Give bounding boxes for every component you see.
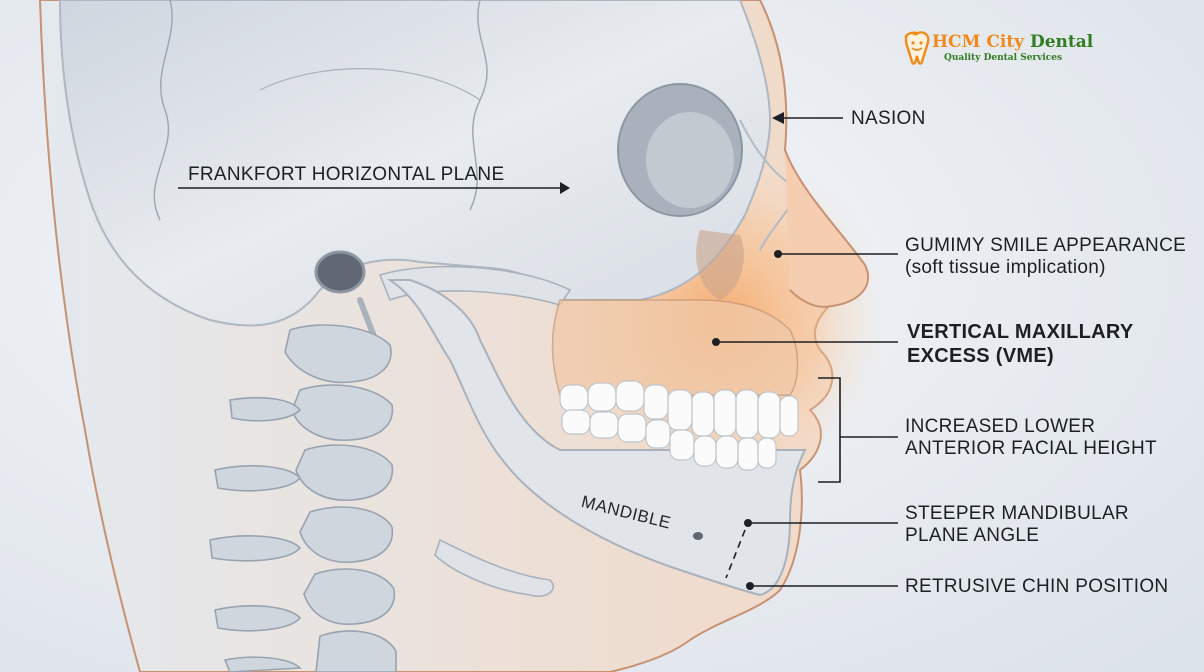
cranium	[58, 0, 772, 327]
label-gummy-line1: GUMIMY SMILE APPEARANCE	[905, 235, 1187, 256]
label-mandibular-plane: STEEPER MANDIBULAR PLANE ANGLE	[905, 503, 1129, 547]
arrowhead-nasion	[772, 112, 784, 124]
hyoid	[434, 538, 554, 598]
cervical-spine	[209, 324, 397, 672]
maxilla	[551, 299, 799, 396]
callout-lines	[178, 117, 898, 587]
label-lafh-line2: ANTERIOR FACIAL HEIGHT	[905, 438, 1157, 459]
label-mandibular-line1: STEEPER MANDIBULAR	[905, 503, 1129, 524]
ear-canal	[314, 250, 366, 294]
orbit-inner	[646, 112, 734, 208]
label-vme: VERTICAL MAXILLARY EXCESS (VME)	[907, 320, 1134, 368]
brand-tagline: Quality Dental Services	[944, 53, 1063, 63]
nasal-aperture	[696, 230, 744, 300]
mandible	[386, 279, 807, 597]
label-nasion: NASION	[851, 108, 926, 129]
callout-dots	[712, 250, 782, 590]
label-vme-line2: EXCESS (VME)	[907, 345, 1054, 367]
mental-foramen	[693, 532, 703, 540]
label-lower-facial-height: INCREASED LOWER ANTERIOR FACIAL HEIGHT	[905, 416, 1157, 460]
lambdoid-suture	[153, 0, 173, 221]
tooth-icon	[904, 31, 930, 65]
label-vme-line1: VERTICAL MAXILLARY	[907, 321, 1134, 343]
arrowhead-frankfort	[560, 182, 570, 194]
brand-name-part1: HCM City	[932, 32, 1025, 52]
label-gummy-smile: GUMIMY SMILE APPEARANCE (soft tissue imp…	[905, 235, 1186, 279]
label-frankfort-plane: FRANKFORT HORIZONTAL PLANE	[188, 164, 505, 185]
temporal-line	[259, 68, 481, 101]
nose	[784, 149, 870, 308]
label-mandibular-line2: PLANE ANGLE	[905, 525, 1040, 546]
teeth	[559, 380, 799, 471]
brand-name-part2: Dental	[1029, 32, 1094, 52]
label-lafh-line1: INCREASED LOWER	[905, 416, 1096, 437]
label-gummy-line2: (soft tissue implication)	[905, 257, 1106, 278]
label-retrusive-chin: RETRUSIVE CHIN POSITION	[905, 576, 1169, 597]
brand-name: HCM City Dental	[932, 32, 1093, 52]
